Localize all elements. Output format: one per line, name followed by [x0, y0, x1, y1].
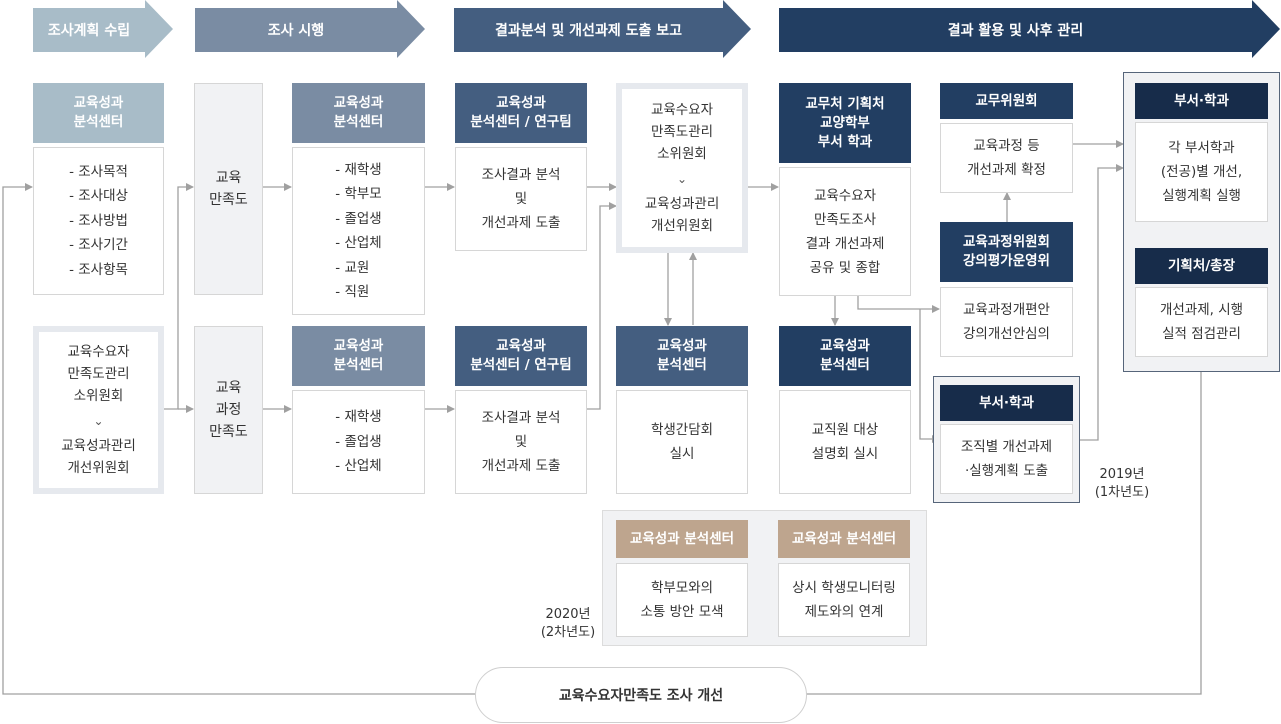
phase-label: 결과 활용 및 사후 관리	[779, 8, 1252, 52]
analysis-top-header: 교육성과 분석센터 / 연구팀	[455, 83, 587, 143]
curriculum-committee-header: 교육과정위원회 강의평가운영위	[940, 222, 1073, 282]
survey-top-items-box: - 재학생 - 학부모 - 졸업생 - 산업체 - 교원 - 직원	[292, 147, 425, 315]
connector-analysis-bottom-to-committee	[587, 202, 617, 410]
exec-body: 각 부서학과 (전공)별 개선, 실행계획 실행	[1135, 122, 1268, 222]
chevron-down-icon: ⌄	[676, 172, 688, 186]
category-education-satisfaction: 교육 만족도	[194, 83, 263, 295]
academic-committee-body: 교육과정 등 개선과제 확정	[940, 123, 1073, 193]
center-body: 학생간담회 실시	[616, 390, 748, 494]
plan-2020-body: 학부모와의 소통 방안 모색	[616, 563, 748, 637]
committee-main-label: 교육성과관리 개선위원회	[644, 196, 720, 234]
survey-bottom-items-box: - 재학생 - 졸업생 - 산업체	[292, 390, 425, 494]
analysis-bottom-body: 조사결과 분석 및 개선과제 도출	[455, 390, 587, 494]
phase-label: 결과분석 및 개선과제 도출 보고	[454, 8, 723, 52]
curriculum-committee-body: 교육과정개편안 강의개선안심의	[940, 287, 1073, 357]
phase-label: 조사 시행	[195, 8, 397, 52]
connector-plan-to-categories	[164, 183, 194, 410]
analysis-committee-box: 교육수요자 만족도관리 소위원회 ⌄ 교육성과관리 개선위원회	[616, 83, 748, 253]
list-item: - 졸업생	[335, 210, 382, 227]
year-2020-label: 2020년 (2차년도)	[540, 607, 596, 640]
staff-header: 교육성과 분석센터	[779, 326, 911, 386]
plan-header: 교육성과 분석센터	[33, 83, 164, 143]
survey-bottom-header: 교육성과 분석센터	[292, 326, 425, 386]
analysis-bottom-header: 교육성과 분석센터 / 연구팀	[455, 326, 587, 386]
list-item: - 조사방법	[69, 212, 128, 229]
share-header: 교무처 기획처 교양학부 부서 학과	[779, 83, 911, 163]
list-item: - 교원	[335, 259, 370, 276]
plan-committee-box: 교육수요자 만족도관리 소위원회 ⌄ 교육성과관리 개선위원회	[33, 326, 164, 494]
feedback-loop-pill: 교육수요자만족도 조사 개선	[475, 667, 807, 723]
academic-committee-header: 교무위원회	[940, 83, 1073, 119]
plan-2020-header: 교육성과 분석센터	[616, 520, 748, 558]
phase-arrow-analysis: 결과분석 및 개선과제 도출 보고	[454, 0, 751, 58]
dept-body: 조직별 개선과제 ·실행계획 도출	[940, 424, 1073, 494]
chevron-down-icon: ⌄	[93, 414, 104, 428]
arrow-tip-icon	[397, 0, 425, 58]
arrow-tip-icon	[145, 0, 173, 58]
committee-main-label: 교육성과관리 개선위원회	[61, 438, 136, 476]
list-item: - 조사항목	[69, 261, 128, 278]
phase-arrow-utilization: 결과 활용 및 사후 관리	[779, 0, 1280, 58]
list-item: - 학부모	[335, 186, 382, 202]
staff-body: 교직원 대상 설명회 실시	[779, 390, 911, 494]
category-curriculum-satisfaction: 교육 과정 만족도	[194, 326, 263, 494]
plan-items-box: - 조사목적 - 조사대상 - 조사방법 - 조사기간 - 조사항목	[33, 147, 164, 295]
list-item: - 산업체	[335, 235, 382, 251]
list-item: - 재학생	[335, 409, 382, 426]
list-item: - 졸업생	[335, 433, 382, 450]
review-header: 기획처/총장	[1135, 248, 1268, 284]
survey-top-header: 교육성과 분석센터	[292, 83, 425, 143]
share-body: 교육수요자 만족도조사 결과 개선과제 공유 및 종합	[779, 167, 911, 296]
plan-2020-body: 상시 학생모니터링 제도와의 연계	[778, 563, 910, 637]
dept-header: 부서·학과	[940, 385, 1073, 421]
list-item: - 조사대상	[69, 188, 128, 205]
committee-sub-label: 교육수요자 만족도관리 소위원회	[67, 344, 130, 404]
committee-sub-label: 교육수요자 만족도관리 소위원회	[650, 102, 714, 162]
arrow-tip-icon	[723, 0, 751, 58]
analysis-top-body: 조사결과 분석 및 개선과제 도출	[455, 147, 587, 251]
center-header: 교육성과 분석센터	[616, 326, 748, 386]
phase-arrow-planning: 조사계획 수립	[33, 0, 173, 58]
list-item: - 조사목적	[69, 163, 128, 180]
list-item: - 산업체	[335, 458, 382, 475]
connector-dept-to-exec	[1073, 164, 1124, 441]
list-item: - 직원	[335, 284, 370, 300]
connector-share-to-curriculum	[857, 296, 940, 313]
plan-2020-header: 교육성과 분석센터	[778, 520, 910, 558]
list-item: - 재학생	[335, 161, 382, 178]
phase-label: 조사계획 수립	[33, 8, 145, 52]
review-body: 개선과제, 시행 실적 점검관리	[1135, 287, 1268, 357]
exec-header: 부서·학과	[1135, 83, 1268, 119]
year-2019-label: 2019년 (1차년도)	[1094, 467, 1150, 500]
arrow-tip-icon	[1252, 0, 1280, 58]
list-item: - 조사기간	[69, 237, 128, 254]
phase-arrow-survey: 조사 시행	[195, 0, 425, 58]
